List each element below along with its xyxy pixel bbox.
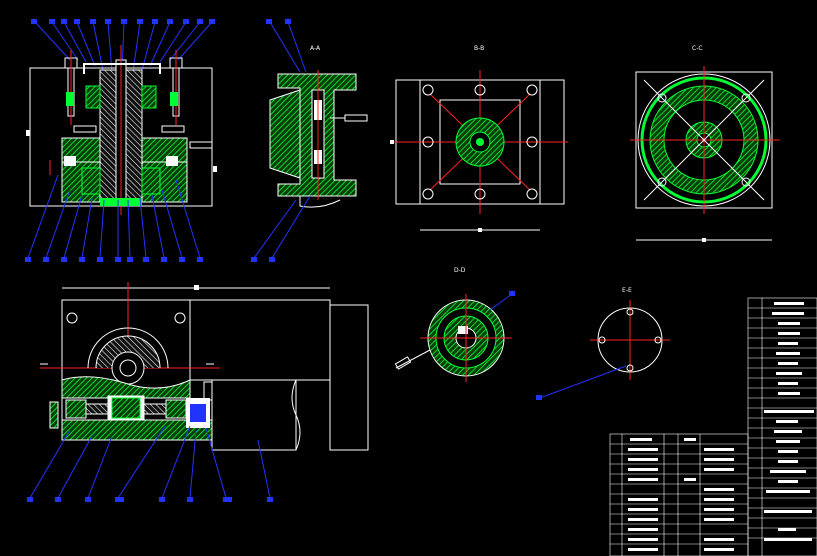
front-view <box>27 282 369 502</box>
section-label-bb: B-B <box>474 45 484 52</box>
section-label-dd: D-D <box>454 267 466 274</box>
section-label-cc: C-C <box>692 45 703 52</box>
section-aa-view: A-A <box>251 19 368 262</box>
section-ee-view: E-E <box>536 287 670 400</box>
section-cc-view: C-C <box>630 45 780 242</box>
section-label-aa: A-A <box>310 45 321 52</box>
section-label-ee: E-E <box>622 287 632 294</box>
section-bb-view: B-B <box>390 45 568 232</box>
section-dd-view: D-D <box>394 267 515 382</box>
parts-list-text-marks <box>628 302 814 551</box>
parts-list-table <box>609 297 817 556</box>
main-section-view <box>25 19 217 262</box>
